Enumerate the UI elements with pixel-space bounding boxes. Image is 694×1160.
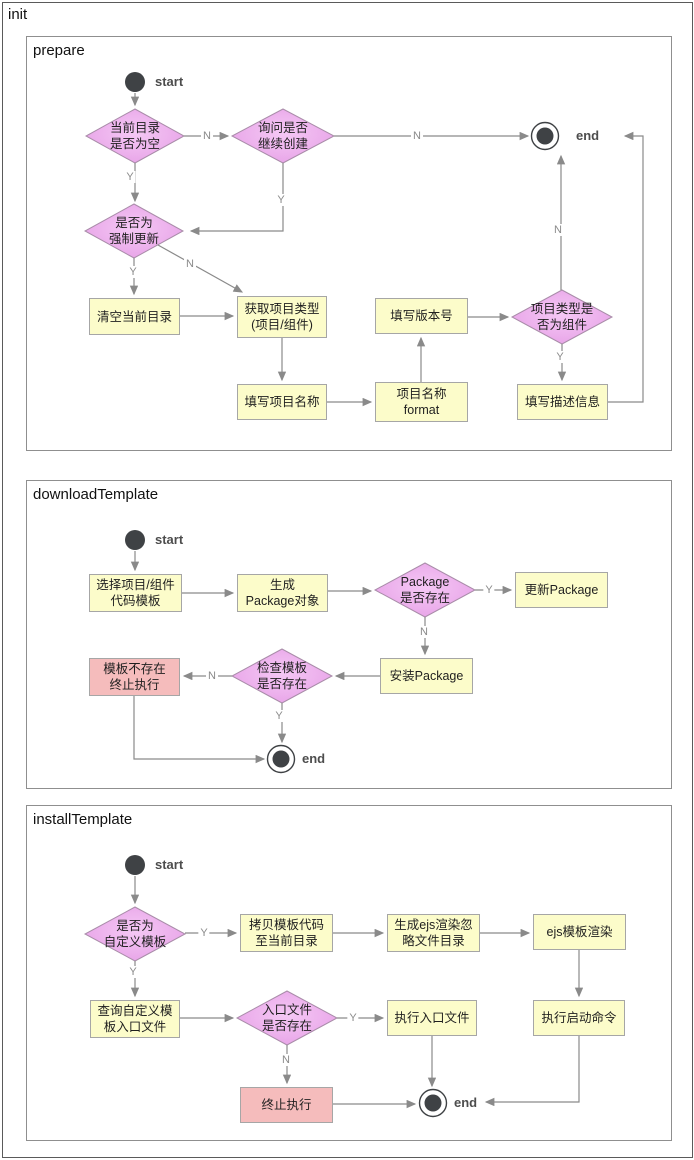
node-fill-desc: 填写描述信息 bbox=[517, 384, 608, 420]
node-get-type: 获取项目类型 (项目/组件) bbox=[237, 296, 327, 338]
end-node-download-dot bbox=[272, 750, 290, 768]
branch-label-n: N bbox=[201, 130, 213, 142]
branch-label-y: Y bbox=[124, 171, 136, 183]
node-copy-template: 拷贝模板代码 至当前目录 bbox=[240, 914, 333, 952]
branch-label-n: N bbox=[184, 258, 196, 270]
label-is-component: 项目类型是 否为组件 bbox=[530, 302, 594, 332]
label-check-template: 检查模板 是否存在 bbox=[256, 661, 307, 691]
start-node-prepare bbox=[125, 72, 145, 92]
node-exec-entry: 执行入口文件 bbox=[387, 1000, 477, 1036]
branch-label-y: Y bbox=[275, 194, 287, 206]
branch-label-y: Y bbox=[483, 584, 495, 596]
branch-label-y: Y bbox=[347, 1012, 359, 1024]
edge-ask-continue-y bbox=[189, 163, 284, 236]
start-label-download: start bbox=[155, 532, 184, 547]
node-fill-name: 填写项目名称 bbox=[237, 384, 327, 420]
end-node-prepare-dot bbox=[536, 127, 554, 145]
start-label-prepare: start bbox=[155, 74, 184, 89]
end-label-prepare: end bbox=[576, 128, 600, 143]
branch-label-y: Y bbox=[198, 927, 210, 939]
branch-label-n: N bbox=[280, 1054, 292, 1066]
branch-label-n: N bbox=[552, 224, 564, 236]
node-gen-ignore: 生成ejs渲染忽 略文件目录 bbox=[387, 914, 480, 952]
branch-label-n: N bbox=[411, 130, 423, 142]
node-fill-version: 填写版本号 bbox=[375, 298, 468, 334]
section-title-install: installTemplate bbox=[33, 811, 133, 828]
section-title-prepare: prepare bbox=[33, 42, 85, 59]
start-node-download bbox=[125, 530, 145, 550]
label-entry-exists: 入口文件 是否存在 bbox=[261, 1003, 312, 1033]
branch-label-y: Y bbox=[127, 266, 139, 278]
node-template-missing: 模板不存在 终止执行 bbox=[89, 658, 180, 696]
node-terminate: 终止执行 bbox=[240, 1087, 333, 1123]
diagram-title: init bbox=[8, 6, 28, 23]
start-node-install bbox=[125, 855, 145, 875]
node-clear-dir: 清空当前目录 bbox=[89, 298, 180, 335]
node-install-package: 安装Package bbox=[380, 658, 473, 694]
node-name-format: 项目名称 format bbox=[375, 382, 468, 422]
node-ejs-render: ejs模板渲染 bbox=[533, 914, 626, 950]
end-label-install: end bbox=[454, 1095, 478, 1110]
start-label-install: start bbox=[155, 857, 184, 872]
node-exec-start-cmd: 执行启动命令 bbox=[533, 1000, 625, 1036]
node-select-template: 选择项目/组件 代码模板 bbox=[89, 574, 182, 612]
branch-label-y: Y bbox=[127, 966, 139, 978]
label-is-custom: 是否为 自定义模板 bbox=[103, 919, 167, 949]
branch-label-n: N bbox=[206, 670, 218, 682]
node-update-package: 更新Package bbox=[515, 572, 608, 608]
label-dir-empty: 当前目录 是否为空 bbox=[109, 121, 160, 151]
section-prepare bbox=[26, 36, 672, 451]
edge-force-update-n bbox=[157, 244, 244, 293]
section-title-download: downloadTemplate bbox=[33, 486, 159, 503]
edge-filldesc-to-end bbox=[607, 131, 644, 403]
node-query-entry: 查询自定义模 板入口文件 bbox=[90, 1000, 180, 1038]
label-force-update: 是否为 强制更新 bbox=[108, 216, 159, 246]
label-ask-continue: 询问是否 继续创建 bbox=[257, 121, 308, 151]
section-install-template bbox=[26, 805, 672, 1141]
end-label-download: end bbox=[302, 751, 326, 766]
end-node-install-dot bbox=[424, 1094, 442, 1112]
edge-tplmissing-to-end bbox=[133, 696, 266, 764]
branch-label-y: Y bbox=[273, 710, 285, 722]
section-download-template bbox=[26, 480, 672, 789]
node-gen-package: 生成 Package对象 bbox=[237, 574, 328, 612]
branch-label-y: Y bbox=[554, 351, 566, 363]
label-pkg-exists: Package 是否存在 bbox=[399, 575, 450, 605]
edge-execstart-to-end bbox=[484, 1036, 580, 1107]
branch-label-n: N bbox=[418, 626, 430, 638]
